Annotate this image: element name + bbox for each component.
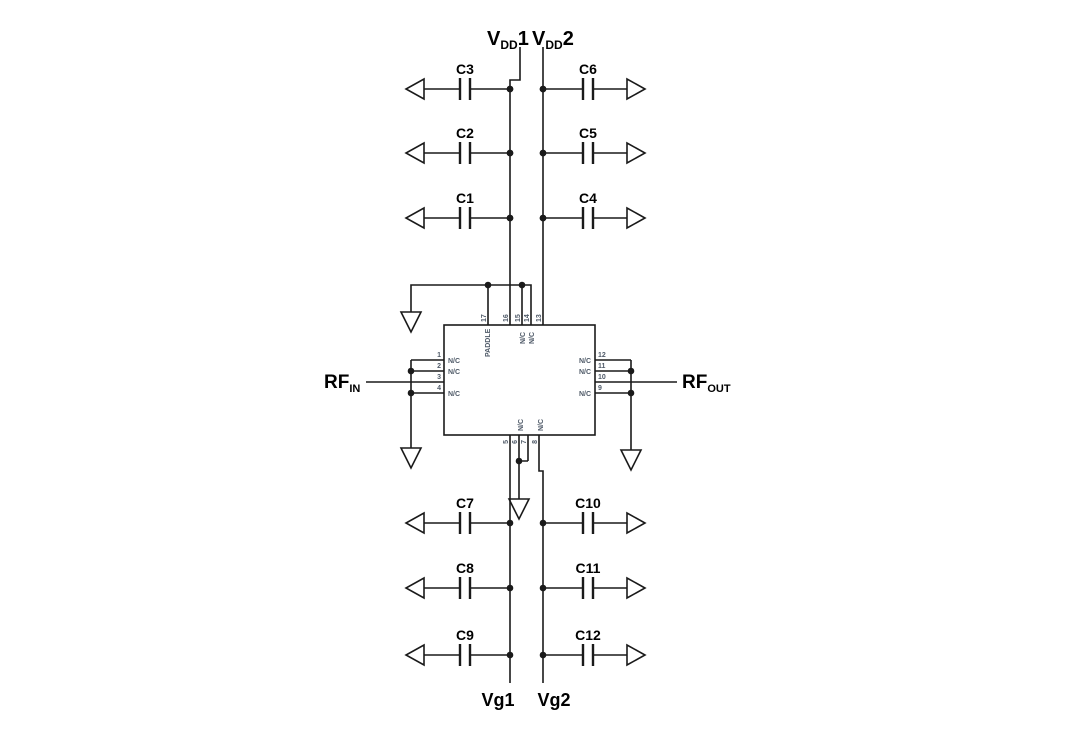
capacitor-label: C10 [575,495,601,511]
ground-icon [508,498,530,520]
capacitor-label: C1 [456,190,474,206]
ground-icon [400,311,422,333]
pin-number: 9 [598,385,602,392]
capacitor-c10: C10 [538,495,647,536]
vg2-rail: Vg2 [537,435,571,710]
capacitor-label: C11 [576,560,601,576]
vdd2-rail: VDD2 [532,28,574,325]
left-nc-wire [410,359,444,448]
capacitor-label: C7 [456,495,474,511]
pin-number: 4 [437,385,441,392]
pin-number: 7 [521,440,528,444]
pin-label-nc: N/C [518,419,525,431]
vg1-label: Vg1 [481,690,514,710]
capacitor-c5: C5 [538,125,647,166]
left-nc-ground-net [400,359,444,469]
pin-label-nc: N/C [579,369,591,376]
pin-label-nc: N/C [448,358,460,365]
capacitor-c7: C7 [404,495,515,536]
top-ground-wire [410,284,532,325]
ic-body [443,324,596,436]
rf-output: RFOUT [595,372,731,395]
pin-number: 10 [598,374,606,381]
rf-input: RFIN [324,372,444,395]
pin-label-paddle: PADDLE [485,328,492,357]
vg2-wire [538,435,544,683]
capacitor-label: C4 [579,190,597,206]
pin-label-nc: N/C [579,358,591,365]
right-nc-ground-net [595,359,642,471]
capacitor-c12: C12 [538,627,647,668]
pin-label-nc: N/C [448,369,460,376]
capacitor-c3: C3 [404,61,515,102]
vg2-label: Vg2 [537,690,570,710]
right-nc-wire [595,359,632,450]
rf-out-label: RFOUT [682,372,731,395]
top-ground-net [400,281,532,333]
capacitor-c4: C4 [538,190,647,231]
pin-number: 11 [598,363,606,370]
capacitor-label: C3 [456,61,474,77]
pin-number: 14 [524,314,531,322]
pin-number: 6 [512,440,519,444]
vdd1-rail: VDD1 [487,28,529,325]
capacitor-label: C5 [579,125,597,141]
vdd2-label: VDD2 [532,28,574,52]
capacitor-c11: C11 [538,560,647,601]
vdd1-label: VDD1 [487,28,529,52]
ground-icon [620,449,642,471]
pin-number: 12 [598,352,606,359]
capacitor-c9: C9 [404,627,515,668]
pin-label-nc: N/C [448,391,460,398]
capacitor-label: C2 [456,125,474,141]
capacitor-label: C9 [456,627,474,643]
pin-number: 8 [532,440,539,444]
center-ground-net [508,435,530,520]
pin-number: 17 [481,314,488,322]
capacitor-label: C8 [456,560,474,576]
capacitor-c2: C2 [404,125,515,166]
pin-number: 15 [515,314,522,322]
capacitor-c1: C1 [404,190,515,231]
pin-label-nc: N/C [529,332,536,344]
pin-number: 3 [437,374,441,381]
capacitor-c6: C6 [538,61,647,102]
capacitor-label: C6 [579,61,597,77]
ic-chip: 17 16 15 14 13 PADDLE N/C N/C 1 2 3 4 N/… [437,314,606,444]
pin-label-nc: N/C [520,332,527,344]
vg1-rail: Vg1 [481,435,515,710]
pin-number: 2 [437,363,441,370]
pin-number: 1 [437,352,441,359]
pin-label-nc: N/C [579,391,591,398]
capacitor-label: C12 [575,627,601,643]
capacitor-c8: C8 [404,560,515,601]
pin-number: 16 [503,314,510,322]
vdd1-wire [509,47,521,325]
rf-in-label: RFIN [324,372,360,395]
ground-icon [400,447,422,469]
pin-label-nc: N/C [538,419,545,431]
pin-number: 5 [503,440,510,444]
pin-number: 13 [536,314,543,322]
